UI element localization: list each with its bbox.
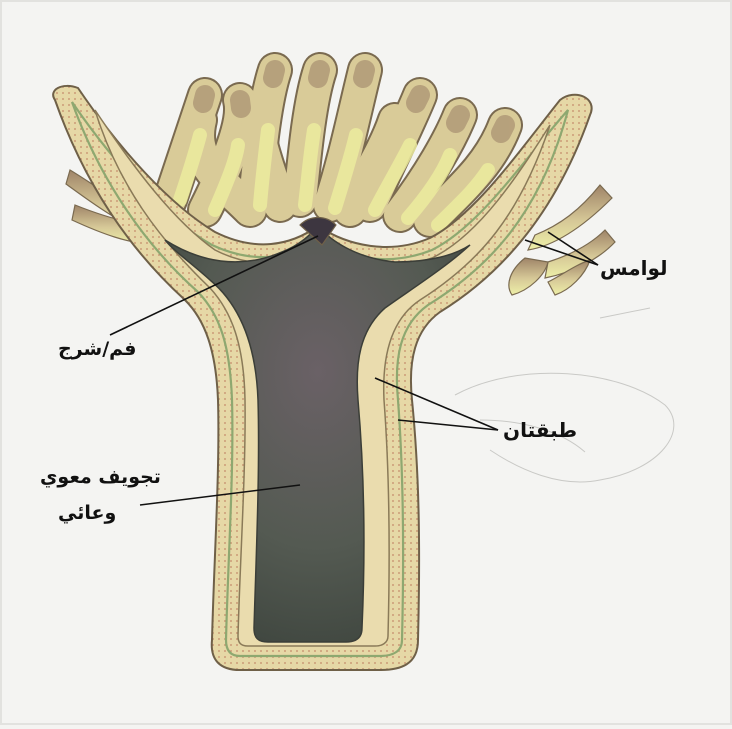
label-mouth-anus: فم/شرج: [58, 338, 136, 360]
label-cavity-line2: وعائي: [58, 502, 116, 524]
label-two-layers: طبقتان: [503, 418, 577, 442]
label-cavity-line1: تجويف معوي: [40, 466, 161, 488]
tentacle-cluster: [170, 70, 505, 225]
background-pencil-marks: [455, 308, 674, 482]
label-tentacles: لوامس: [600, 256, 668, 280]
